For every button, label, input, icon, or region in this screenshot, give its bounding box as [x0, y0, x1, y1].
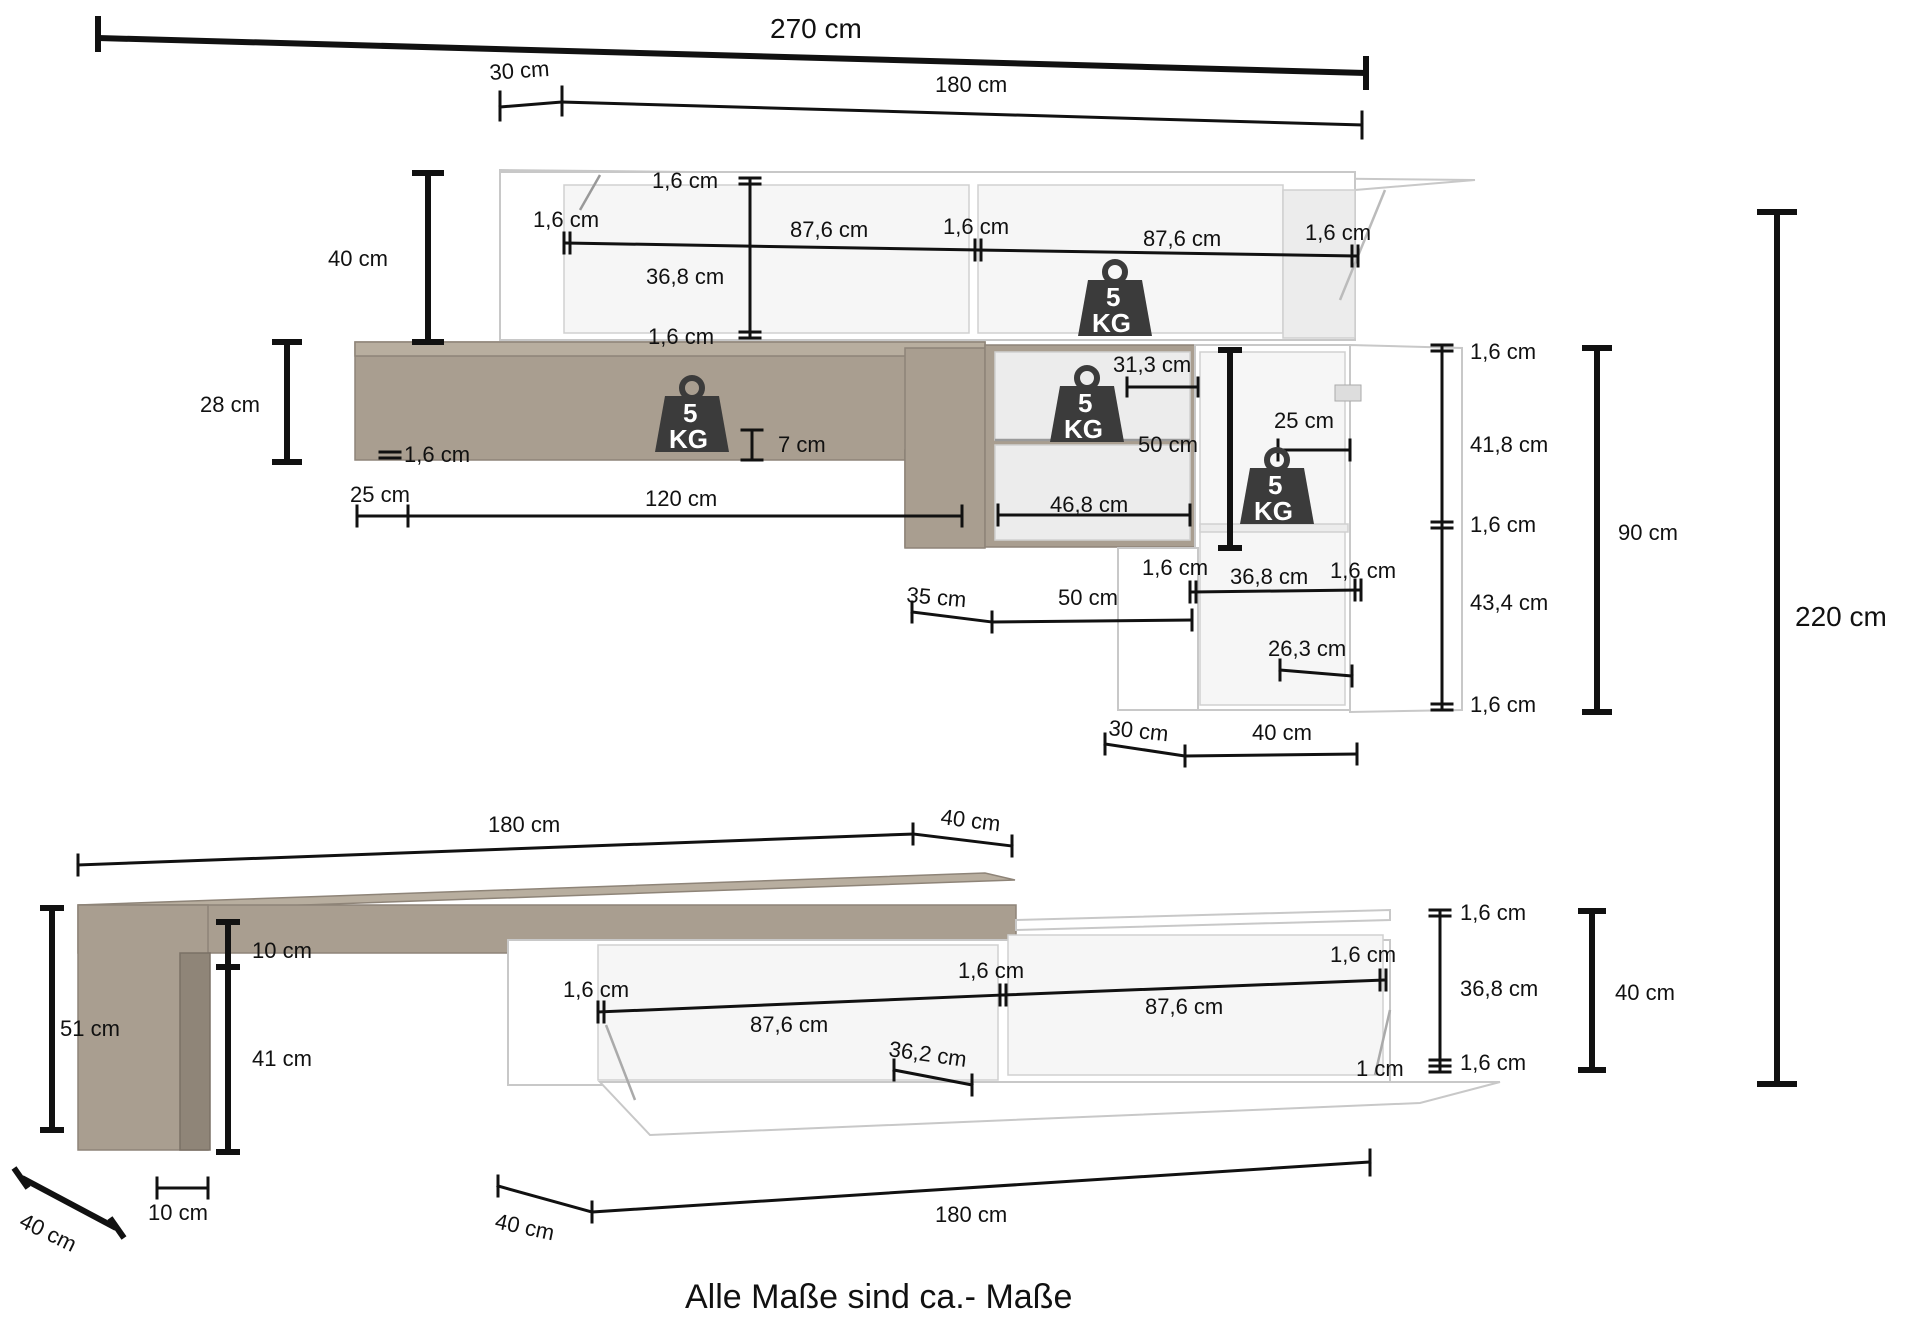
depth-dims: 40 cm 10 cm 40 cm 180 cm: [11, 1148, 1372, 1257]
label-50: 50 cm: [1138, 432, 1198, 457]
label-b-1-6-left: 1,6 cm: [563, 977, 629, 1002]
label-51: 51 cm: [60, 1016, 120, 1041]
label-270: 270 cm: [770, 13, 862, 44]
label-36-8-upper: 36,8 cm: [646, 264, 724, 289]
svg-text:5: 5: [1268, 470, 1282, 500]
label-40-upper: 40 cm: [328, 246, 388, 271]
label-36-8-mid: 36,8 cm: [1230, 564, 1308, 589]
dimension-220: 220 cm: [1757, 209, 1887, 1087]
label-r-1-6-c: 1,6 cm: [1470, 692, 1536, 717]
label-b-87-6-a: 87,6 cm: [750, 1012, 828, 1037]
label-r-41-8: 41,8 cm: [1470, 432, 1548, 457]
label-r-1-6-a: 1,6 cm: [1470, 339, 1536, 364]
label-180-bottom: 180 cm: [935, 1202, 1007, 1227]
svg-text:5: 5: [1106, 282, 1120, 312]
label-1-6-a: 1,6 cm: [652, 168, 718, 193]
label-87-6-b: 87,6 cm: [1143, 226, 1221, 251]
label-25-inner: 25 cm: [1274, 408, 1334, 433]
label-b-1: 1 cm: [1356, 1056, 1404, 1081]
label-31-3: 31,3 cm: [1113, 352, 1191, 377]
door-hinge-icon: [1334, 384, 1362, 402]
label-30-top: 30 cm: [489, 56, 551, 85]
label-120: 120 cm: [645, 486, 717, 511]
weight-icon-middle: 5 KG: [1050, 365, 1124, 444]
label-46-8: 46,8 cm: [1050, 492, 1128, 517]
label-50-w: 50 cm: [1058, 585, 1118, 610]
weight-icon-tall: 5 KG: [1240, 447, 1314, 526]
label-r-43-4: 43,4 cm: [1470, 590, 1548, 615]
label-28: 28 cm: [200, 392, 260, 417]
label-b-87-6-b: 87,6 cm: [1145, 994, 1223, 1019]
lowboard: [507, 908, 1501, 1137]
tall-cabinet-dims: 1,6 cm 36,8 cm 1,6 cm 26,3 cm 35 cm 50 c…: [906, 339, 1678, 768]
dimension-30-180-top: 30 cm 180 cm: [489, 56, 1364, 140]
label-br-36-8: 36,8 cm: [1460, 976, 1538, 1001]
bench-dims: 180 cm 40 cm 51 cm 10 cm 41 cm: [40, 804, 1014, 1155]
label-b-1-6-mid: 1,6 cm: [958, 958, 1024, 983]
label-41: 41 cm: [252, 1046, 312, 1071]
label-1-6-h: 1,6 cm: [1330, 558, 1396, 583]
footer-note: Alle Maße sind ca.- Maße: [685, 1278, 1072, 1316]
label-220: 220 cm: [1795, 601, 1887, 632]
label-180-top: 180 cm: [935, 72, 1007, 97]
label-35: 35 cm: [906, 582, 968, 612]
svg-text:KG: KG: [1092, 308, 1131, 338]
label-10: 10 cm: [252, 938, 312, 963]
svg-text:5: 5: [683, 398, 697, 428]
label-40-bench: 40 cm: [939, 804, 1002, 836]
label-87-6-a: 87,6 cm: [790, 217, 868, 242]
label-180-bench: 180 cm: [488, 812, 560, 837]
middle-cabinet-dims: 31,3 cm 50 cm 25 cm 46,8 cm: [996, 347, 1352, 551]
label-1-6-e: 1,6 cm: [648, 324, 714, 349]
weight-icon-shelf: 5 KG: [655, 375, 729, 454]
label-br-40: 40 cm: [1615, 980, 1675, 1005]
weight-icon-upper: 5 KG: [1078, 259, 1152, 338]
label-1-6-c: 1,6 cm: [943, 214, 1009, 239]
label-br-1-6-a: 1,6 cm: [1460, 900, 1526, 925]
label-25-shelf: 25 cm: [350, 482, 410, 507]
svg-text:5: 5: [1078, 388, 1092, 418]
dimension-270: 270 cm: [95, 13, 1369, 90]
label-d-10: 10 cm: [148, 1200, 208, 1225]
lowboard-dims: 1,6 cm 87,6 cm 1,6 cm 87,6 cm 1,6 cm 36,…: [563, 900, 1675, 1097]
label-7: 7 cm: [778, 432, 826, 457]
label-1-6-f: 1,6 cm: [404, 442, 470, 467]
label-40-mid: 40 cm: [1252, 720, 1312, 745]
label-br-1-6-b: 1,6 cm: [1460, 1050, 1526, 1075]
tall-right-cabinet: [1117, 343, 1463, 714]
label-r-1-6-b: 1,6 cm: [1470, 512, 1536, 537]
label-d-40-bottom: 40 cm: [493, 1208, 557, 1245]
shelf-dims: 28 cm 1,6 cm 7 cm 25 cm 120 cm: [200, 339, 964, 528]
svg-text:KG: KG: [669, 424, 708, 454]
svg-text:KG: KG: [1064, 414, 1103, 444]
label-1-6-g: 1,6 cm: [1142, 555, 1208, 580]
label-d-40-left: 40 cm: [16, 1208, 81, 1257]
label-26-3: 26,3 cm: [1268, 636, 1346, 661]
label-1-6-b: 1,6 cm: [533, 207, 599, 232]
label-90: 90 cm: [1618, 520, 1678, 545]
label-1-6-d: 1,6 cm: [1305, 220, 1371, 245]
label-b-1-6-right: 1,6 cm: [1330, 942, 1396, 967]
label-30-mid: 30 cm: [1107, 715, 1169, 746]
svg-text:KG: KG: [1254, 496, 1293, 526]
upper-cabinet-dims: 40 cm 1,6 cm 36,8 cm 1,6 cm 1,6 cm 87,6 …: [328, 168, 1371, 349]
